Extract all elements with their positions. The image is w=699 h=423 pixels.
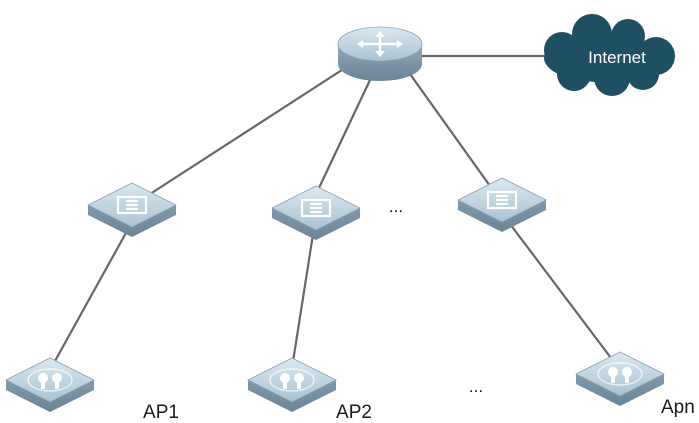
link-router-switch-3 xyxy=(409,73,491,187)
link-switch-3-ap-n xyxy=(509,223,615,363)
access-point-1 xyxy=(5,357,95,412)
ap1-label: AP1 xyxy=(143,402,179,423)
ap2-label: AP2 xyxy=(336,402,372,423)
internet-cloud: Internet xyxy=(544,14,675,96)
access-point-icon xyxy=(247,357,337,412)
switch-2 xyxy=(271,185,361,240)
switch-icon xyxy=(271,185,361,240)
apn-label: Apn xyxy=(661,397,695,418)
link-router-switch-2 xyxy=(317,79,371,191)
switch-ellipsis: ... xyxy=(389,197,403,216)
switch-1 xyxy=(87,182,177,237)
switch-3 xyxy=(457,177,547,232)
switch-icon xyxy=(87,182,177,237)
router-icon xyxy=(337,26,423,81)
router xyxy=(337,26,423,81)
access-point-icon xyxy=(575,351,665,406)
access-point-icon xyxy=(5,357,95,412)
access-point-2 xyxy=(247,357,337,412)
link-switch-2-ap-2 xyxy=(290,227,316,369)
link-switch-1-ap-1 xyxy=(49,221,133,371)
access-point-n xyxy=(575,351,665,406)
cloud-icon xyxy=(544,14,675,96)
internet-label: Internet xyxy=(588,48,646,67)
connection-lines xyxy=(49,54,615,371)
ap-ellipsis: ... xyxy=(469,377,483,396)
link-router-switch-1 xyxy=(146,67,346,197)
switch-icon xyxy=(457,177,547,232)
